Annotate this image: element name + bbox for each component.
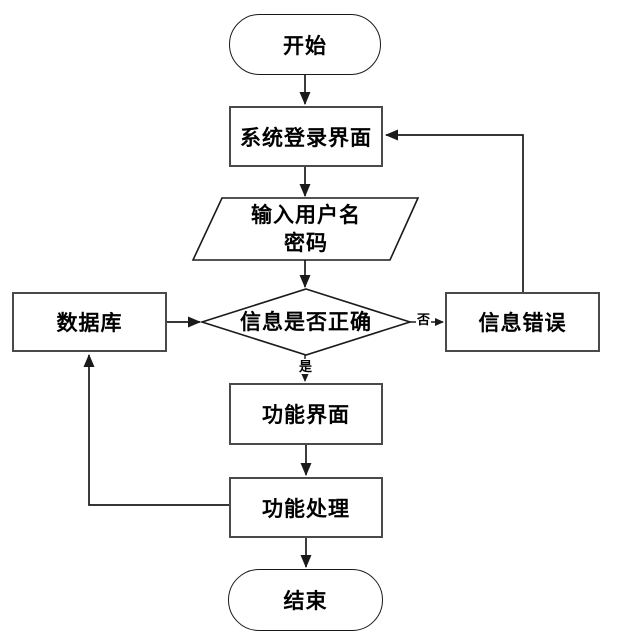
error-node: 信息错误 <box>445 292 600 352</box>
function-process-node: 功能处理 <box>229 477 383 538</box>
function-process-label: 功能处理 <box>262 496 350 521</box>
error-label: 信息错误 <box>478 311 567 335</box>
edge-function-process-to-database-feedback <box>83 354 229 506</box>
decision-diamond-shape <box>199 288 413 356</box>
edge-error-to-login-feedback <box>385 129 524 292</box>
function-ui-node: 功能界面 <box>229 383 383 445</box>
login-node: 系统登录界面 <box>229 106 383 167</box>
start-node: 开始 <box>229 14 381 75</box>
end-label: 结束 <box>283 589 328 613</box>
function-ui-label: 功能界面 <box>262 403 350 427</box>
start-label: 开始 <box>283 33 327 58</box>
end-node: 结束 <box>228 569 383 631</box>
edge-label-yes: 是 <box>298 359 314 374</box>
input-parallelogram-shape <box>191 197 420 261</box>
database-label: 数据库 <box>56 311 123 335</box>
database-node: 数据库 <box>12 292 167 352</box>
edge-label-no: 否 <box>416 312 432 327</box>
login-label: 系统登录界面 <box>240 125 372 150</box>
